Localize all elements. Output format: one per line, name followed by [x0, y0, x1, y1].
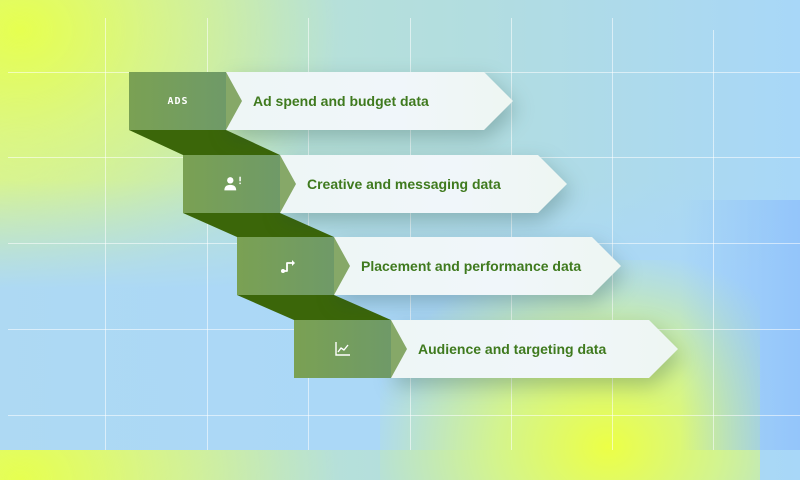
arrow-body [280, 155, 567, 213]
arrow-body [391, 320, 678, 378]
user-alert-icon [223, 174, 243, 194]
arrow-body [226, 72, 513, 130]
icon-block [237, 237, 334, 295]
step-placement: Placement and performance data [237, 237, 621, 295]
arrow-shadow [226, 72, 513, 130]
icon-block: ADS [129, 72, 226, 130]
ads-icon: ADS [167, 95, 189, 107]
arrow-shadow [391, 320, 678, 378]
icon-block [294, 320, 391, 378]
connector-2-3 [183, 213, 334, 237]
step-creative: Creative and messaging data [183, 155, 567, 213]
step-label: Ad spend and budget data [253, 93, 429, 109]
connector-1-2 [129, 130, 280, 155]
icon-block [183, 155, 280, 213]
step-label: Placement and performance data [361, 258, 582, 274]
step-audience: Audience and targeting data [294, 320, 678, 378]
arrow-shadow [280, 155, 567, 213]
step-label: Audience and targeting data [418, 341, 607, 357]
step-ad-spend: ADS Ad spend and budget data [129, 72, 513, 130]
step-label: Creative and messaging data [307, 176, 501, 192]
route-icon [279, 256, 299, 276]
arrow-shadow [334, 237, 621, 295]
line-chart-icon [333, 339, 353, 359]
connector-3-4 [237, 295, 391, 320]
step-connectors [129, 130, 391, 320]
arrow-body [334, 237, 621, 295]
